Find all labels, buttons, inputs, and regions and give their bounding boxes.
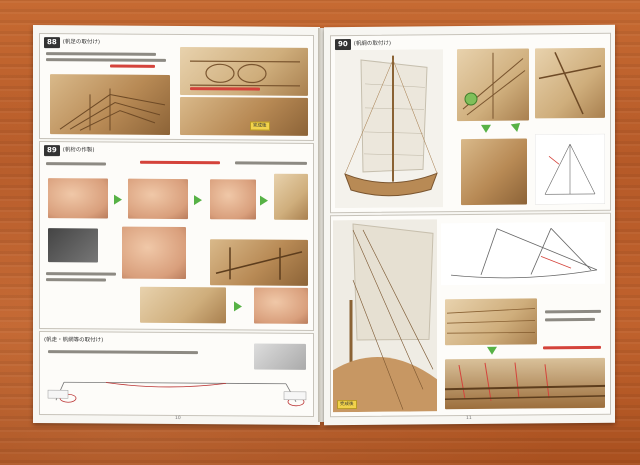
ship-hull-photo [50,74,170,135]
hand-knife-photo [210,179,256,220]
step-arrow-icon [260,195,268,206]
instruction-text [545,309,601,314]
hand-cutting-photo [128,178,188,220]
step-90-number: 90 [335,39,351,51]
parts-sheet-photo [140,286,226,324]
completed-badge: 完成後 [337,399,357,410]
spar-lines [215,247,303,280]
step-arrow-icon [487,346,497,355]
step-arrow-icon [114,194,122,205]
bow-lines [462,52,526,119]
sailing-ship-photo [335,49,443,209]
right-page-number: 11 [466,415,472,422]
rigging-diagram [47,381,307,407]
tool-photo [48,228,98,263]
hull-side-photo [445,298,537,346]
step-90-title: (帆綱の取付け) [353,40,392,48]
left-page-number: 10 [175,415,181,422]
hand-tying-photo [48,178,108,219]
left-page: 88 (帆足の取付け) [33,24,320,426]
ship-rigging-photo [333,219,437,413]
step-88-section: 88 (帆足の取付け) [39,33,314,141]
deck-photo [180,97,308,136]
instruction-text [46,52,156,56]
mast-closeup-photo [535,47,605,119]
completed-rigging-photo [444,357,606,410]
highlight-text [140,160,220,165]
instruction-text [46,272,116,276]
instruction-text [545,317,595,322]
step-arrow-icon [510,119,524,132]
hull-rigging-sketch [441,221,605,286]
step-arrow-icon [234,301,242,312]
hand-finishing-photo [254,287,308,324]
step-arrow-icon [481,124,491,133]
rope-tie-photo [461,138,527,206]
completed-badge: 完成後 [250,121,270,131]
mast-lines [538,51,602,115]
instruction-text [46,58,166,62]
instruction-booklet: 88 (帆足の取付け) [33,24,623,426]
red-callout-line [190,87,260,91]
railing-detail [190,60,300,87]
rigging-ropes [444,362,606,401]
step-89-number: 89 [44,145,60,157]
step-88-header: 88 (帆足の取付け) [44,37,101,49]
step-90-section: 90 (帆綱の取付け) [330,32,611,214]
highlight-text [110,64,155,68]
step-89-section: 89 (帆桁の作製) [39,141,314,331]
spar-closeup-photo [274,173,308,220]
instruction-text [48,350,198,355]
instruction-text [46,278,106,282]
step-89-title: (帆桁の作製) [62,147,95,154]
rigging-sketch [535,133,605,205]
bow-closeup-photo [457,48,529,122]
hull-planks [446,308,536,334]
step-89-header: 89 (帆桁の作製) [44,145,95,157]
hull-frame-lines [59,88,166,131]
instruction-text [235,161,307,165]
right-page: 90 (帆綱の取付け) [324,24,615,426]
step-88-title: (帆足の取付け) [62,39,101,46]
spar-assembly-photo [210,239,308,286]
step-90-continued-section: 完成後 [330,212,611,418]
booklet-spine [318,28,326,422]
step-arrow-icon [194,195,202,206]
rigging-subsection-header: (帆走・帆綱等の取付け) [44,335,103,346]
hand-assembly-photo [122,226,186,280]
instruction-text [46,162,106,166]
step-90-header: 90 (帆綱の取付け) [335,39,392,51]
rigging-subsection-title: (帆走・帆綱等の取付け) [44,337,104,344]
step-88-number: 88 [44,37,60,49]
railing-closeup-photo [180,47,308,96]
rigging-subsection: (帆走・帆綱等の取付け) [39,331,314,417]
highlight-text [543,345,601,350]
